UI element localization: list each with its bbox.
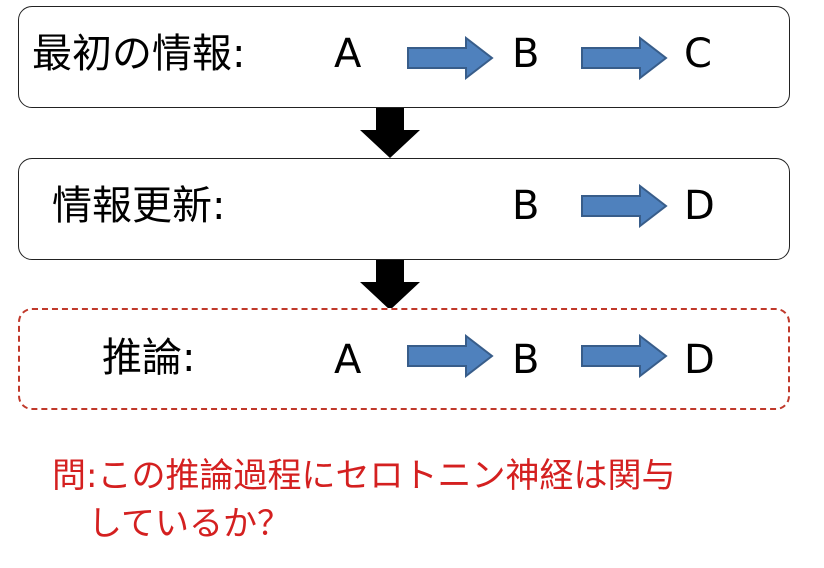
node-d: D [684,183,715,229]
node-b: B [512,31,540,77]
inference-label: 推論: [102,335,196,381]
node-b: B [512,337,540,383]
question-text: 問:この推論過程にセロトニン神経は関与 しているか？ [52,452,812,548]
question-line-2: しているか？ [88,504,291,544]
node-a: A [334,337,362,383]
info-update-label: 情報更新: [52,183,226,229]
down-arrow-icon [360,260,420,310]
node-d: D [684,337,715,383]
node-c: C [684,31,712,77]
initial-info-label: 最初の情報: [32,31,246,77]
right-arrow-icon [407,334,494,378]
down-arrow-icon [360,108,420,158]
node-b: B [512,183,540,229]
right-arrow-icon [581,334,668,378]
node-a: A [334,31,362,77]
right-arrow-icon [407,36,494,80]
right-arrow-icon [581,36,668,80]
question-line-1: 問:この推論過程にセロトニン神経は関与 [52,456,676,496]
right-arrow-icon [581,184,668,228]
